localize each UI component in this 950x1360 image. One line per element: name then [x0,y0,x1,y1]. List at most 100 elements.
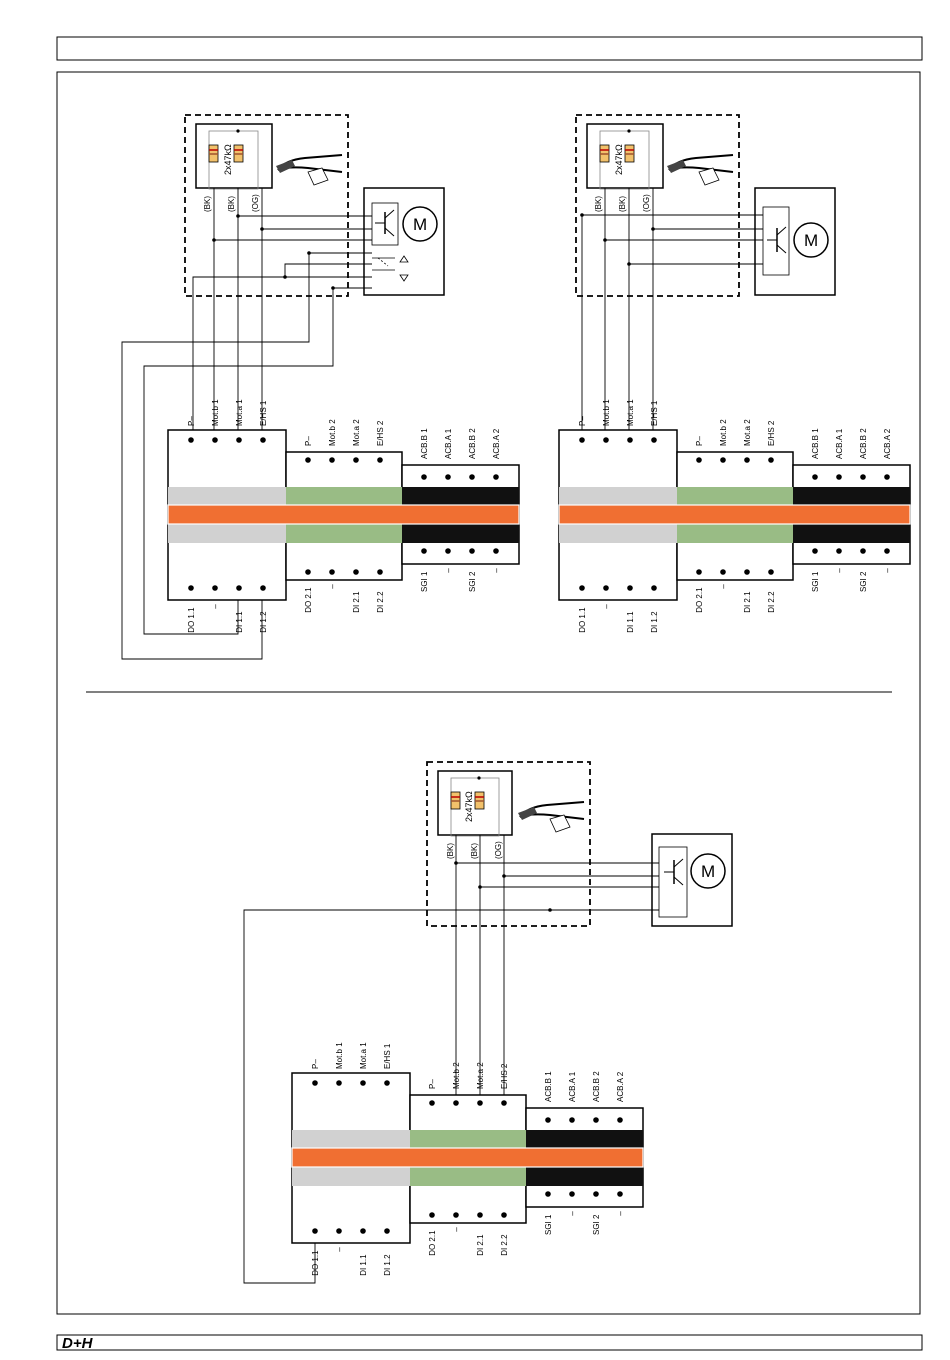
terminal [477,1100,483,1106]
terminal [720,569,726,575]
terminal [305,569,311,575]
terminal [236,437,242,443]
terminal [477,1212,483,1218]
terminal-label: DI 2.1 [476,1234,485,1256]
terminal-label: – [452,1227,461,1232]
terminal-label: Mot.a 2 [743,419,752,446]
terminal-label: E/HS 1 [650,400,659,426]
resistor-icon [208,144,244,163]
terminal [188,437,194,443]
terminal [501,1100,507,1106]
terminal [421,474,427,480]
terminal-label: SGI 2 [859,571,868,592]
terminal [312,1080,318,1086]
terminal-label: Mot.b 1 [602,399,611,426]
terminal [260,437,266,443]
svg-text:(OG): (OG) [251,194,260,212]
terminal-label: – [335,1247,344,1252]
terminal-label: E/HS 2 [376,420,385,446]
terminal [579,585,585,591]
terminal-label: P– [187,416,196,426]
main-frame [56,71,921,1315]
terminal [720,457,726,463]
resistor-label: 2x47kΩ [464,791,474,822]
terminal-label: ACB.B 1 [544,1071,553,1102]
terminal [768,569,774,575]
terminal-label: DI 2.2 [376,591,385,613]
svg-text:(BK): (BK) [594,196,603,212]
terminal [617,1117,623,1123]
svg-text:(BK): (BK) [470,843,479,859]
terminal-label: DI 1.2 [259,611,268,633]
terminal-label: E/HS 2 [500,1063,509,1089]
terminal [836,474,842,480]
terminal-label: – [328,584,337,589]
terminal [696,569,702,575]
terminal [453,1212,459,1218]
transistor-icon [767,226,787,254]
svg-text:M: M [804,231,818,250]
terminal [329,569,335,575]
transistor-icon [664,858,684,886]
resistor-box [437,770,513,836]
motor-box [363,187,445,296]
terminal-label: DO 2.1 [304,587,313,613]
svg-text:M: M [701,862,715,881]
terminal-label: ACB.B 1 [811,428,820,459]
terminal [336,1228,342,1234]
terminal [377,569,383,575]
sensor-housing [575,114,740,297]
terminal-label: ACB.B 2 [859,428,868,459]
resistor-icon [450,791,485,810]
terminal [569,1117,575,1123]
terminal [860,474,866,480]
terminal [593,1117,599,1123]
brand-logo: D+H [58,1335,110,1352]
wires-top-right [581,188,763,430]
resistor-box [195,123,273,189]
diagram-bottom: 2x47kΩ (BK) (BK) (OG) M [243,761,733,1284]
terminal-label: Mot.b 1 [211,399,220,426]
wires-bottom [243,835,659,1284]
terminal-label: ACB.A 1 [568,1071,577,1102]
terminal-label: E/HS 1 [259,400,268,426]
terminal [377,457,383,463]
terminal [421,548,427,554]
terminal-label: DO 2.1 [428,1230,437,1256]
resistor-icon [599,144,635,163]
terminal-label: P– [428,1079,437,1089]
terminal-label: – [616,1211,625,1216]
terminal [384,1080,390,1086]
terminal-label: SGI 1 [544,1214,553,1235]
terminal-label: ACB.A 2 [616,1071,625,1102]
resistor-label: 2x47kΩ [614,144,624,175]
terminal [627,585,633,591]
terminal [305,457,311,463]
motor-icon: M [690,853,726,889]
terminal [603,437,609,443]
terminal-label: – [211,604,220,609]
terminal-label: DI 2.1 [743,591,752,613]
terminal-label: ACB.A 2 [883,428,892,459]
terminal-label: DI 1.1 [235,611,244,633]
terminal [260,585,266,591]
terminal [353,569,359,575]
terminal [493,474,499,480]
terminal-label: Mot.b 2 [328,419,337,446]
terminal [188,585,194,591]
terminal-label: DI 1.2 [383,1254,392,1276]
terminal-label: SGI 2 [468,571,477,592]
orange-band [558,504,911,525]
switch-icon [372,255,409,282]
terminal-label: DI 1.2 [650,611,659,633]
svg-text:(BK): (BK) [227,196,236,212]
terminal-label: – [835,568,844,573]
svg-text:M: M [413,215,427,234]
motor-box [754,187,836,296]
terminal [312,1228,318,1234]
terminal-label: – [883,568,892,573]
terminal-label: ACB.A 1 [835,428,844,459]
terminal [453,1100,459,1106]
